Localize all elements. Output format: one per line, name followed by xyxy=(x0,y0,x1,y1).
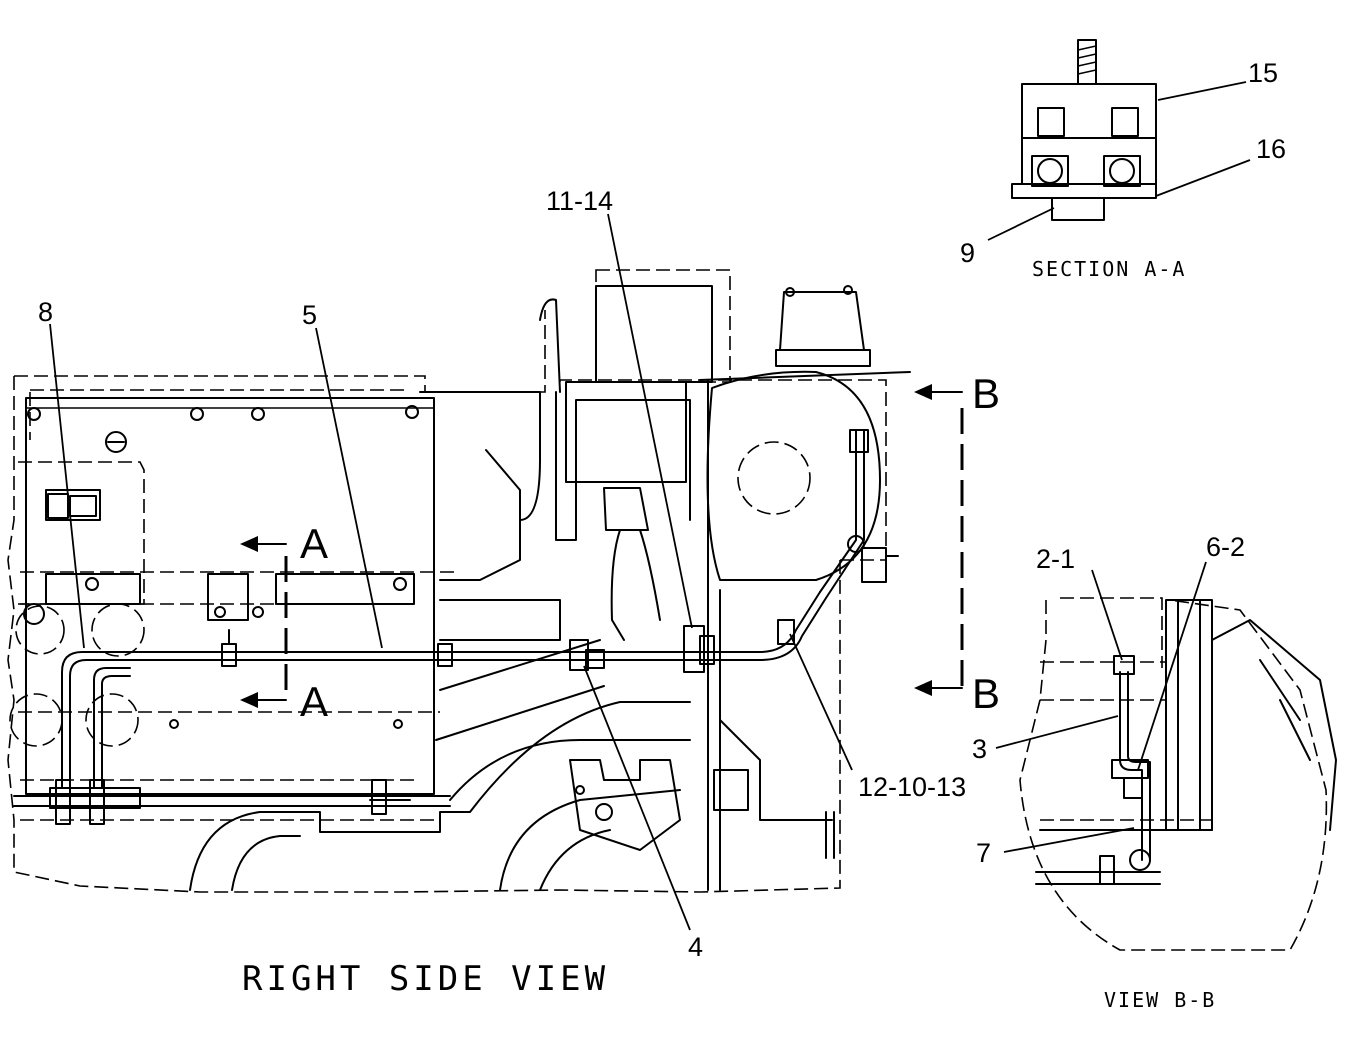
turbocharger-housing xyxy=(555,391,691,541)
callout-11-14: 11-14 xyxy=(546,186,613,216)
leader-lines xyxy=(49,81,1251,931)
callout-labels: 8 5 11-14 4 12-10-13 15 16 9 2-1 6-2 3 7 xyxy=(38,58,1286,962)
clamp-11-14 xyxy=(683,625,705,673)
callout-7: 7 xyxy=(976,838,991,868)
callout-3: 3 xyxy=(972,734,987,764)
nut xyxy=(1051,197,1105,221)
tube-assembly xyxy=(61,591,821,789)
callout-5: 5 xyxy=(302,300,317,330)
rocker-cover-panel xyxy=(25,397,435,795)
view-titles: RIGHT SIDE VIEW SECTION A-A VIEW B-B xyxy=(242,257,1216,1012)
cover-bolts xyxy=(23,405,419,729)
oil-filler-cap xyxy=(105,431,127,453)
callout-8: 8 xyxy=(38,297,53,327)
callout-16: 16 xyxy=(1256,134,1286,164)
marker-b-top: B xyxy=(972,370,1000,417)
section-a-a-title: SECTION A-A xyxy=(1032,257,1186,281)
exhaust-manifold xyxy=(189,701,691,891)
callout-6-2: 6-2 xyxy=(1206,532,1245,562)
marker-b-bottom: B xyxy=(972,670,1000,717)
callout-15: 15 xyxy=(1248,58,1278,88)
view-b-b-detail xyxy=(1019,597,1337,951)
view-b-b-title: VIEW B-B xyxy=(1104,988,1216,1012)
name-plate xyxy=(18,461,145,605)
vent-tube xyxy=(819,429,865,599)
right-side-view-title: RIGHT SIDE VIEW xyxy=(242,959,609,999)
callout-12-10-13: 12-10-13 xyxy=(858,772,966,802)
callout-2-1: 2-1 xyxy=(1036,544,1075,574)
lower-fittings xyxy=(13,779,451,825)
clip-body xyxy=(1021,83,1157,185)
radiator-core xyxy=(1165,599,1213,831)
section-a-a-detail xyxy=(1011,39,1157,221)
clamp-12-10-13 xyxy=(777,619,795,645)
marker-a-top: A xyxy=(300,520,328,567)
mounting-bracket xyxy=(569,759,681,851)
section-markers: A A B B xyxy=(300,370,1000,725)
callout-4: 4 xyxy=(688,932,703,962)
right-side-view xyxy=(7,269,964,893)
view-bb-outline xyxy=(1019,597,1328,951)
marker-a-bottom: A xyxy=(300,678,328,725)
callout-9: 9 xyxy=(960,238,975,268)
